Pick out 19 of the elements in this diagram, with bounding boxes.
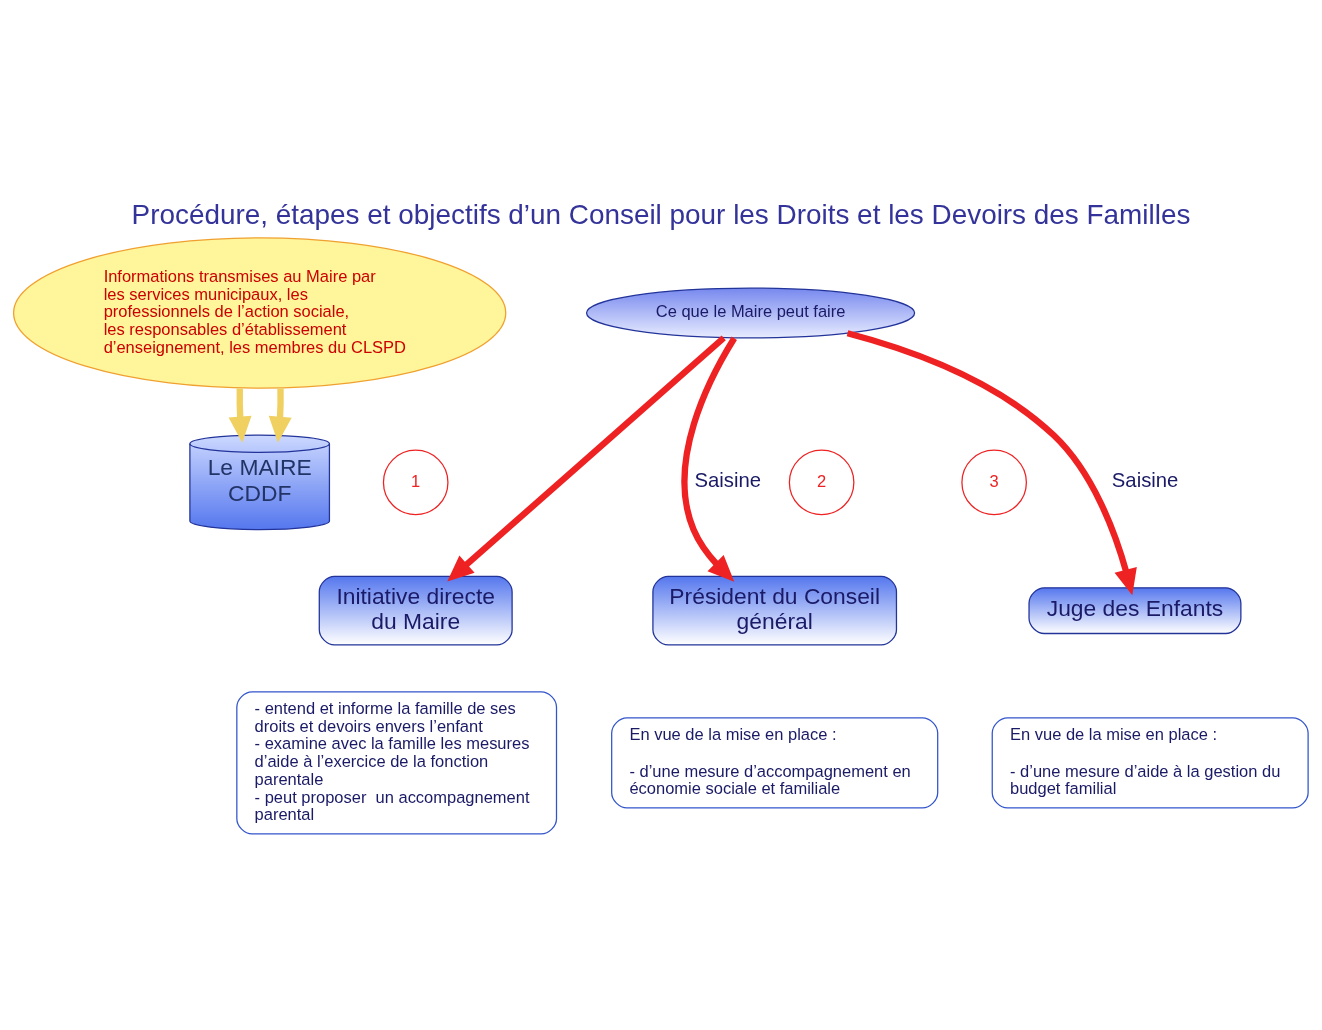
node-circle: 3 — [961, 449, 1027, 515]
diagram-title: Procédure, étapes et objectifs d’un Conseil pour les Droits et les Devoirs des Familles — [131, 198, 1191, 230]
node-box: Initiative directe du Maire — [318, 575, 513, 646]
edge-label: Saisine — [1111, 468, 1179, 491]
node-box: - entend et informe la famille de ses droits et devoirs envers l’enfant - examine avec la famille les mesures d’aide à l’exercice de la fonction parentale - peut proposer un accompagnement parental — [236, 690, 558, 835]
arrow — [447, 335, 726, 582]
node-box: Président du Conseil général — [652, 575, 898, 646]
arrow — [228, 387, 252, 443]
node-ellipse: Informations transmises au Maire par les services municipaux, les professionnels de l’action sociale, les responsables d’établissement d’enseignement, les membres du CLSPD — [12, 236, 507, 389]
node-circle: 1 — [382, 449, 449, 515]
node-box: Juge des Enfants — [1028, 586, 1242, 634]
arrow — [268, 387, 292, 443]
node-ellipse: Ce que le Maire peut faire — [585, 287, 916, 338]
arrow — [846, 329, 1137, 595]
node-circle: 2 — [788, 449, 855, 515]
arrow — [681, 336, 737, 582]
edge-label: Saisine — [694, 468, 762, 491]
node-box: En vue de la mise en place : - d’une mesure d’accompagnement en économie sociale et familiale — [611, 716, 939, 809]
node-box: En vue de la mise en place : - d’une mesure d’aide à la gestion du budget familial — [991, 716, 1309, 809]
